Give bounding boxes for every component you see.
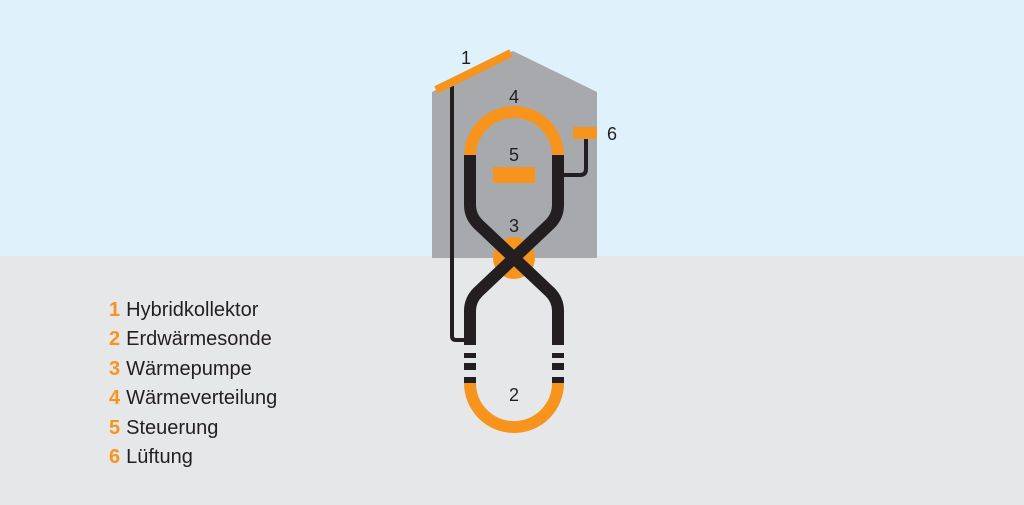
control-unit: [493, 167, 535, 183]
marker-4: 4: [509, 87, 519, 107]
ventilation-unit: [573, 127, 597, 139]
hybrid-collector: [434, 49, 513, 94]
geothermal-probe: [464, 382, 564, 433]
heat-distribution-loop: [464, 106, 564, 157]
marker-2: 2: [509, 385, 519, 405]
marker-3: 3: [509, 216, 519, 236]
collector-pipe: [450, 86, 470, 342]
marker-5: 5: [509, 145, 519, 165]
ventilation-pipe: [562, 139, 588, 177]
probe-dashes: [464, 340, 564, 383]
pipe-right-down: [464, 155, 564, 340]
ground-background: [0, 256, 1024, 505]
marker-1: 1: [461, 48, 471, 68]
marker-6: 6: [607, 124, 617, 144]
